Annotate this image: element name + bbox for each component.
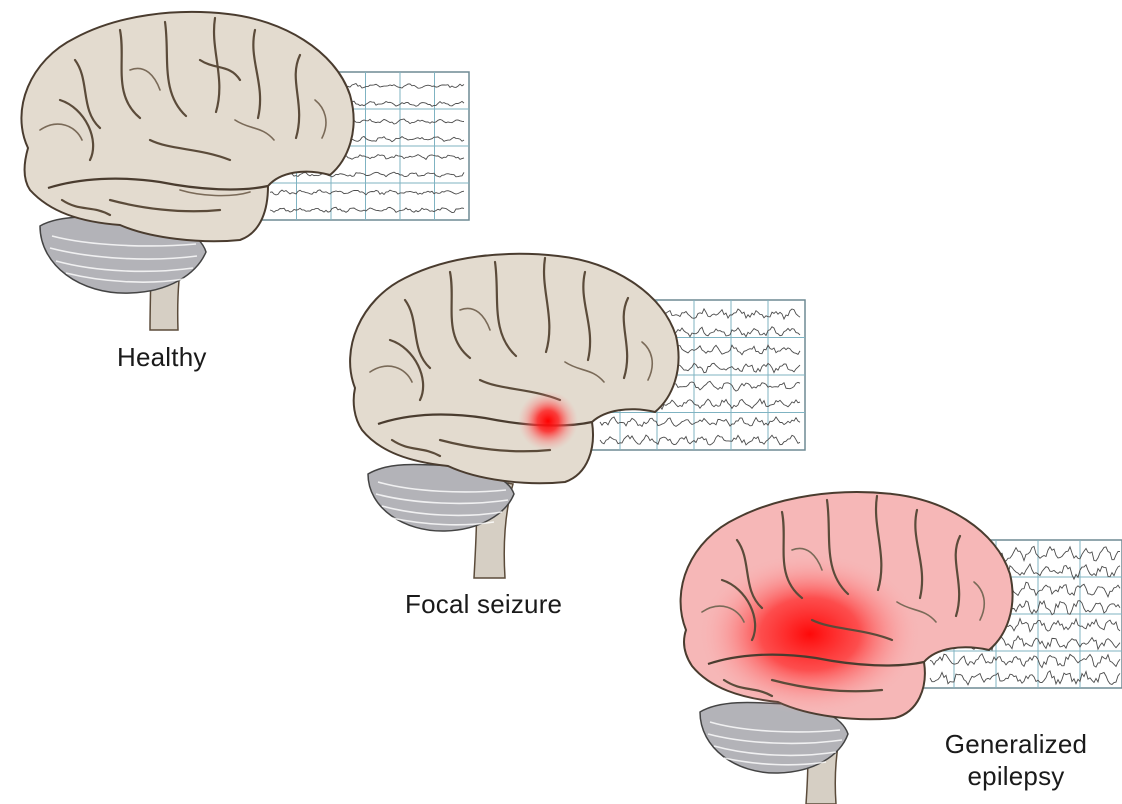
focal-seizure-spot [518, 391, 578, 451]
label-focal-seizure: Focal seizure [405, 588, 562, 620]
label-healthy: Healthy [117, 341, 207, 373]
label-generalized-line1: Generalized [936, 728, 1096, 760]
label-generalized-line2: epilepsy [936, 760, 1096, 792]
label-generalized-epilepsy: Generalized epilepsy [936, 728, 1096, 792]
generalized-seizure-glow [700, 554, 920, 714]
